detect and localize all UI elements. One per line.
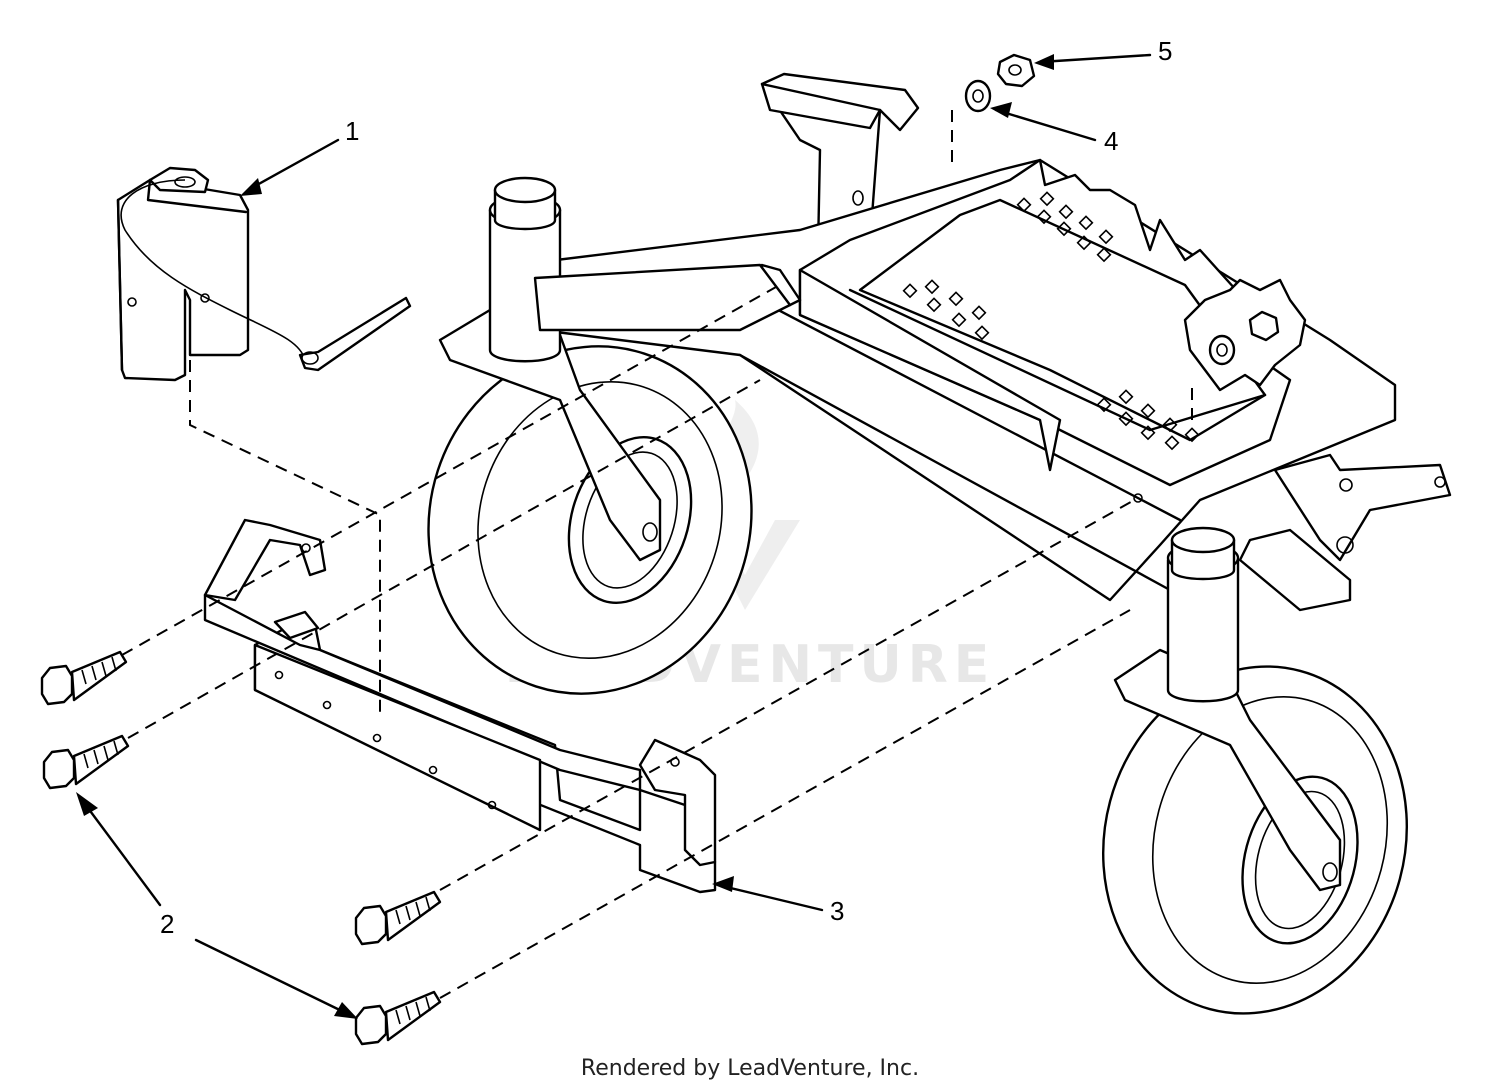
callouts: 1 2 3 4 5 <box>76 36 1172 1019</box>
bolt-bottom-2 <box>354 990 442 1046</box>
callout-1: 1 <box>240 116 359 196</box>
washer-and-nut <box>964 53 1036 113</box>
bolt-top-left-1 <box>40 650 128 706</box>
hitch-block-assembly <box>116 166 412 382</box>
bolt-top-left-2 <box>42 734 130 790</box>
footer-credit: Rendered by LeadVenture, Inc. <box>580 1056 920 1081</box>
bolt-bottom-1 <box>354 890 442 946</box>
bolts <box>40 650 442 1046</box>
right-caster-wheel <box>1101 526 1409 1015</box>
callout-2: 2 <box>76 792 358 1019</box>
callout-1-label: 1 <box>345 116 359 146</box>
callout-3-label: 3 <box>830 896 844 926</box>
left-caster-wheel <box>427 176 792 695</box>
callout-4: 4 <box>990 102 1118 156</box>
callout-5-label: 5 <box>1158 36 1172 66</box>
callout-4-label: 4 <box>1104 126 1118 156</box>
callout-3: 3 <box>712 876 844 926</box>
assembly-lines <box>121 110 1193 999</box>
callout-5: 5 <box>1034 36 1172 70</box>
callout-2-label: 2 <box>160 909 174 939</box>
